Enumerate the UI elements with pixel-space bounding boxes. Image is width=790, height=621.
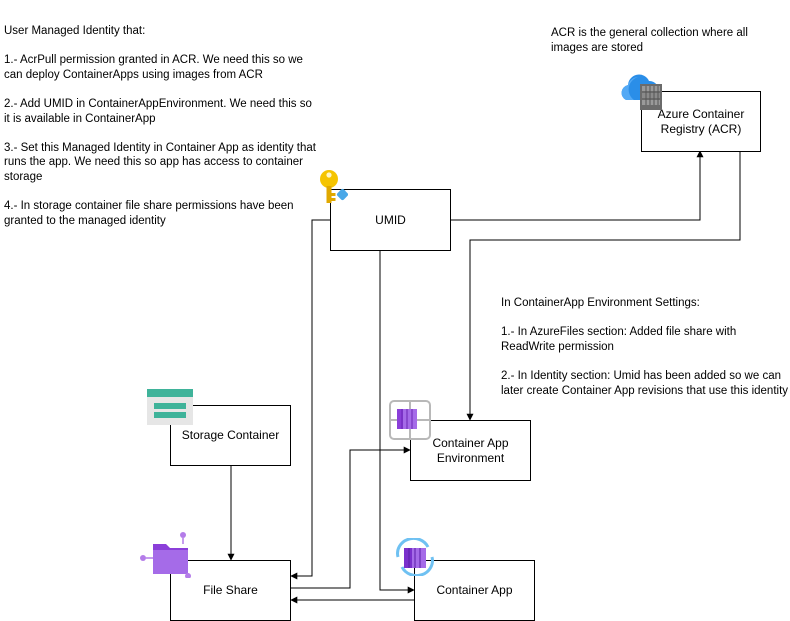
file-share-folder-icon — [140, 532, 191, 578]
acr-node[interactable]: Azure Container Registry (ACR) — [641, 91, 761, 152]
umid-node[interactable]: UMID — [330, 189, 451, 251]
umid-description-note: User Managed Identity that: 1.- AcrPull … — [4, 25, 316, 227]
file-share-node[interactable]: File Share — [170, 560, 291, 621]
container-app-icon — [396, 538, 434, 576]
acr-label: Azure Container Registry (ACR) — [657, 106, 745, 136]
environment-settings-note: In ContainerApp Environment Settings: 1.… — [501, 297, 789, 397]
container-app-environment-icon — [389, 400, 431, 440]
umid-label: UMID — [375, 212, 406, 227]
umid-to-containerapp-connector — [379, 251, 415, 594]
fileshare-to-environment-connector — [291, 446, 411, 589]
storage-container-node[interactable]: Storage Container — [170, 405, 291, 466]
file-share-label: File Share — [203, 583, 258, 597]
umid-to-acr-connector — [450, 150, 704, 221]
container-app-label: Container App — [436, 583, 513, 597]
container-app-environment-label: Container App Environment — [432, 435, 509, 465]
umid-to-fileshare-connector — [290, 219, 330, 580]
key-icon — [320, 170, 348, 203]
cloud-registry-icon — [621, 74, 662, 110]
acr-to-environment-connector — [466, 151, 741, 421]
container-app-node[interactable]: Container App — [414, 560, 535, 621]
storage-container-label: Storage Container — [181, 428, 280, 442]
acr-description-note: ACR is the general collection where all … — [551, 27, 748, 54]
storage-icon — [147, 389, 193, 425]
